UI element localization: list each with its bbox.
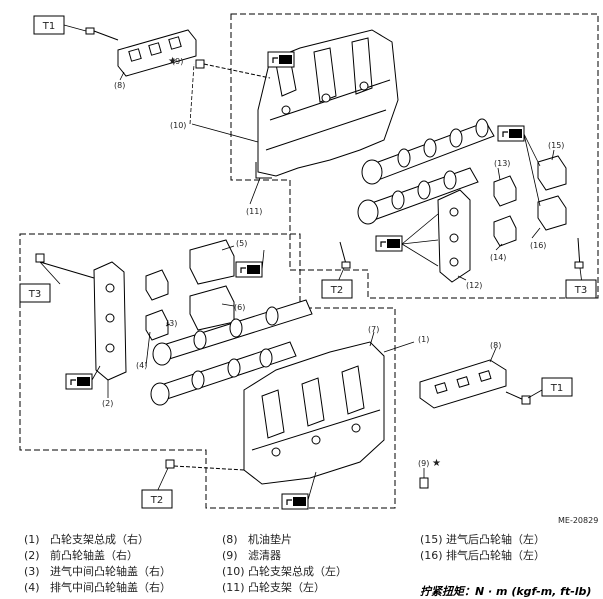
- right-assembly-boundary: [19, 233, 396, 509]
- torque-tag-t1-upper: T1: [33, 15, 65, 35]
- legend-item: (8)机油垫片: [222, 533, 292, 546]
- legend-item: (4)排气中间凸轮轴盖（右）: [24, 581, 171, 594]
- callout-8-lower: (8): [490, 341, 501, 350]
- filter-upper: [195, 59, 271, 79]
- callout-12: (12): [466, 281, 482, 290]
- sealant-icon: [65, 373, 93, 390]
- callout-4: (4): [136, 361, 147, 370]
- callout-3: (3): [166, 319, 177, 328]
- svg-text:T2: T2: [330, 285, 343, 296]
- sealant-icon: [235, 261, 263, 278]
- document-id: ME-20829: [558, 516, 599, 525]
- filter-lower: [419, 477, 429, 489]
- bolt-t2-lower: [165, 459, 245, 471]
- callout-2: (2): [102, 399, 113, 408]
- left-assembly-boundary: [230, 13, 599, 299]
- sealant-icon: [267, 51, 295, 68]
- callout-14: (14): [490, 253, 506, 262]
- legend-item: (16)排气后凸轮轴（左）: [420, 549, 545, 562]
- torque-note: 拧紧扭矩：N · m (kgf-m, ft-lb): [420, 585, 592, 598]
- legend-item: (2)前凸轮轴盖（右）: [24, 549, 138, 562]
- sealant-arrows: [91, 133, 541, 501]
- torque-tag-t3-right: T3: [565, 279, 597, 299]
- callout-9-lower: (9): [418, 459, 429, 468]
- star-marker-icon: ★: [432, 458, 441, 469]
- callout-5: (5): [236, 239, 247, 248]
- svg-text:★: ★: [168, 56, 177, 67]
- parts-legend: (1)凸轮支架总成（右） (2)前凸轮轴盖（右） (3)进气中间凸轮轴盖（右） …: [0, 530, 603, 599]
- torque-tag-t3-left: T3: [19, 283, 51, 303]
- callout-6: (6): [234, 303, 245, 312]
- bolt-t1-upper: [85, 27, 119, 41]
- exhaust-rear-camshaft-left: [357, 167, 479, 225]
- bolt-t3-right: [574, 237, 584, 269]
- sealant-icon: [375, 235, 403, 252]
- front-cam-cap-left: [437, 189, 471, 283]
- bolt-t1-lower: [505, 391, 531, 405]
- torque-tag-t2-upper: T2: [321, 279, 353, 299]
- svg-text:T3: T3: [28, 289, 41, 300]
- front-cam-cap-right: [93, 261, 127, 381]
- sealant-icon: [497, 125, 525, 142]
- intermediate-cam-caps-right: [145, 269, 169, 341]
- bolt-t3-left: [35, 253, 95, 279]
- callout-labels: (9) (8) (10) (11) (13) (15) (14) (16) (1…: [102, 57, 564, 468]
- legend-item: (10)凸轮支架总成（左）: [222, 565, 347, 578]
- svg-text:T1: T1: [42, 21, 55, 32]
- torque-tag-t2-lower: T2: [141, 489, 173, 509]
- svg-text:T3: T3: [574, 285, 587, 296]
- callout-11: (11): [246, 207, 262, 216]
- svg-text:T1: T1: [550, 383, 563, 394]
- cam-carrier-right: [243, 341, 385, 485]
- svg-text:T2: T2: [150, 495, 163, 506]
- star-marker-icon: ★: [168, 56, 177, 67]
- rear-cam-caps-right: [189, 239, 235, 331]
- callout-13: (13): [494, 159, 510, 168]
- svg-text:★: ★: [432, 458, 441, 469]
- callout-1: (1): [418, 335, 429, 344]
- rear-cam-caps-left: [537, 155, 567, 231]
- callout-8-upper: (8): [114, 81, 125, 90]
- oil-gasket-lower: [419, 359, 507, 409]
- intake-rear-camshaft-left: [361, 118, 495, 185]
- legend-item: (11)凸轮支架（左）: [222, 581, 325, 594]
- sealant-icon: [281, 493, 309, 510]
- callout-10: (10): [170, 121, 186, 130]
- callout-7: (7): [368, 325, 379, 334]
- camshafts-right: [150, 299, 313, 406]
- bolt-t2-upper: [339, 241, 351, 269]
- callout-15: (15): [548, 141, 564, 150]
- intermediate-cam-caps-left: [493, 175, 517, 247]
- callout-16: (16): [530, 241, 546, 250]
- legend-item: (1)凸轮支架总成（右）: [24, 533, 149, 546]
- legend-item: (3)进气中间凸轮轴盖（右）: [24, 565, 171, 578]
- legend-item: (15)进气后凸轮轴（左）: [420, 533, 545, 546]
- torque-tag-t1-lower: T1: [541, 377, 573, 397]
- legend-item: (9)滤清器: [222, 549, 281, 562]
- oil-gasket-upper: [117, 29, 197, 77]
- callout-9-upper: (9): [172, 57, 183, 66]
